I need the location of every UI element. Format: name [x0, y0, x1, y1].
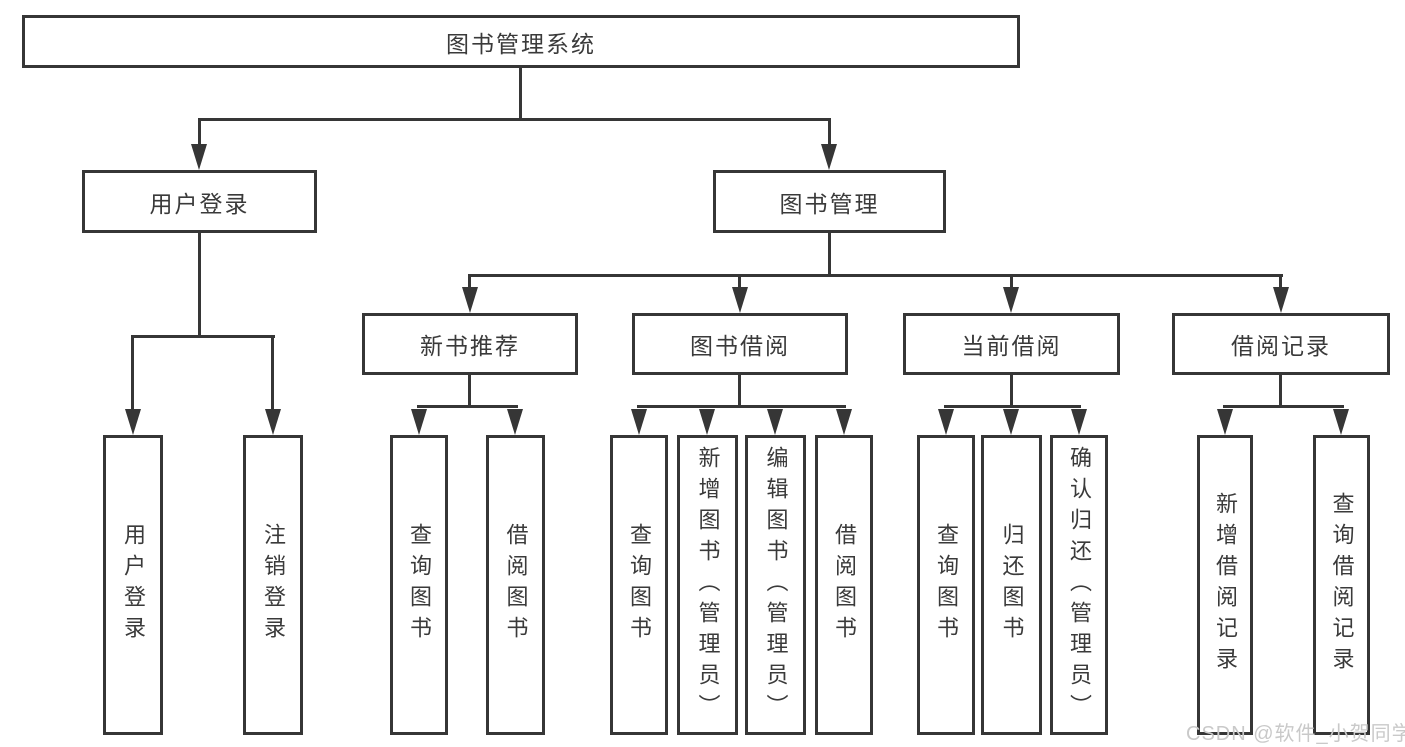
connector-bookborrow-rail: [637, 405, 846, 408]
leaf-query-books-borrow: 查询图书: [610, 435, 668, 735]
node-book-management: 图书管理: [713, 170, 946, 233]
leaf-return-book: 归还图书: [981, 435, 1042, 735]
leaf-confirm-return-admin: 确认归还（管理员）: [1050, 435, 1108, 735]
leaf-add-borrow-record: 新增借阅记录: [1197, 435, 1253, 735]
connector-userlogin-rail: [131, 335, 275, 338]
connector-userlogin-stub-right: [271, 335, 274, 409]
connector-borrowrecord-drop: [1279, 375, 1282, 408]
arrowhead-icon: [1333, 409, 1349, 435]
node-new-book-recommend: 新书推荐: [362, 313, 578, 375]
connector-currentborrow-drop: [1010, 375, 1013, 408]
connector-level3-stub-3: [1010, 274, 1013, 289]
arrowhead-icon: [767, 409, 783, 435]
connector-userlogin-stub-left: [131, 335, 134, 409]
arrowhead-icon: [732, 287, 748, 313]
arrowhead-icon: [938, 409, 954, 435]
leaf-user-login: 用户登录: [103, 435, 163, 735]
connector-level3-stub-2: [738, 274, 741, 289]
arrowhead-icon: [821, 144, 837, 170]
connector-userlogin-drop: [198, 233, 201, 337]
node-root: 图书管理系统: [22, 15, 1020, 68]
connector-bookmgmt-drop: [828, 233, 831, 276]
arrowhead-icon: [125, 409, 141, 435]
arrowhead-icon: [1071, 409, 1087, 435]
arrowhead-icon: [1003, 287, 1019, 313]
leaf-logout: 注销登录: [243, 435, 303, 735]
arrowhead-icon: [411, 409, 427, 435]
node-current-borrow: 当前借阅: [903, 313, 1120, 375]
arrowhead-icon: [1217, 409, 1233, 435]
node-user-login: 用户登录: [82, 170, 317, 233]
node-book-borrow: 图书借阅: [632, 313, 848, 375]
connector-bookborrow-drop: [738, 375, 741, 408]
leaf-query-books-current: 查询图书: [917, 435, 975, 735]
arrowhead-icon: [1003, 409, 1019, 435]
arrowhead-icon: [836, 409, 852, 435]
arrowhead-icon: [507, 409, 523, 435]
leaf-borrow-books-recommend: 借阅图书: [486, 435, 545, 735]
connector-level3-stub-1: [468, 274, 471, 289]
arrowhead-icon: [265, 409, 281, 435]
connector-level2-stub-right: [828, 118, 831, 146]
arrowhead-icon: [462, 287, 478, 313]
connector-root-drop: [519, 67, 522, 118]
connector-newbook-drop: [468, 375, 471, 408]
arrowhead-icon: [191, 144, 207, 170]
connector-level2-rail: [198, 118, 831, 121]
arrowhead-icon: [1273, 287, 1289, 313]
leaf-query-books-recommend: 查询图书: [390, 435, 448, 735]
arrowhead-icon: [699, 409, 715, 435]
connector-level3-stub-4: [1279, 274, 1282, 289]
csdn-watermark: CSDN @软件_小贺同学: [1186, 723, 1405, 745]
connector-borrowrecord-rail: [1223, 405, 1344, 408]
connector-newbook-rail: [417, 405, 518, 408]
connector-level2-stub-left: [198, 118, 201, 146]
connector-currentborrow-rail: [944, 405, 1081, 408]
connector-level3-rail: [468, 274, 1283, 277]
leaf-edit-book-admin: 编辑图书（管理员）: [745, 435, 806, 735]
arrowhead-icon: [631, 409, 647, 435]
leaf-add-book-admin: 新增图书（管理员）: [677, 435, 738, 735]
leaf-query-borrow-record: 查询借阅记录: [1313, 435, 1370, 735]
node-borrow-records: 借阅记录: [1172, 313, 1390, 375]
leaf-borrow-books: 借阅图书: [815, 435, 873, 735]
